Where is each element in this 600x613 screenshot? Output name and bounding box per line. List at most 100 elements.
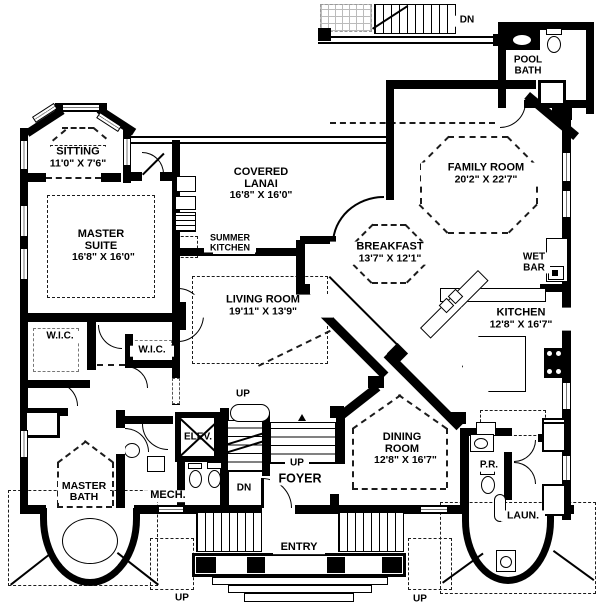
main-staircase <box>270 422 336 464</box>
plan-element: UP <box>175 592 189 604</box>
toilet-fixture <box>208 470 221 488</box>
room-label-entry: ENTRY <box>273 542 325 554</box>
wall-post <box>368 376 384 388</box>
wall-segment <box>498 22 594 30</box>
wall-post <box>450 412 466 424</box>
dashed-opening-line <box>52 129 67 142</box>
wall-segment <box>101 173 121 182</box>
wall-segment <box>172 255 180 405</box>
plan-element: MECH. <box>150 489 186 502</box>
plan-element: 12'8" X 16'7" <box>489 318 553 331</box>
sink-fixture <box>512 34 532 46</box>
room-label-master-suite: MASTER SUITE 16'8" X 16'0" <box>71 227 135 264</box>
porch-platform <box>192 553 406 577</box>
plan-element: FAMILY ROOM <box>447 161 525 174</box>
window <box>116 428 125 454</box>
wall-line <box>318 36 498 38</box>
plan-element: UP <box>290 457 304 469</box>
dashed-opening-line <box>352 488 446 490</box>
dashed-opening-line <box>352 428 354 488</box>
room-label-wic-right: W.I.C. <box>130 344 174 357</box>
dashed-opening-line <box>46 177 101 179</box>
toilet-fixture <box>481 476 495 494</box>
plan-element: 13'7" X 12'1" <box>358 252 422 265</box>
dashed-ceiling-outline <box>440 502 596 594</box>
room-label-laundry: LAUN. <box>501 510 545 522</box>
burner-icon <box>556 369 561 374</box>
wall-post <box>382 557 402 573</box>
kitchen-island <box>462 336 526 392</box>
wall-segment <box>504 452 512 500</box>
fixture-outline <box>212 577 388 585</box>
porch-staircase-left <box>196 512 262 552</box>
room-label-pool-bath: POOL BATH <box>509 55 547 77</box>
wall-segment <box>20 313 178 322</box>
wall-segment <box>586 22 594 114</box>
dashed-opening-line <box>57 506 112 508</box>
water-heater-fixture <box>124 443 140 458</box>
dashed-opening-line <box>418 204 449 234</box>
wall-segment <box>386 80 394 200</box>
window <box>562 455 571 481</box>
dashed-opening-line <box>83 440 114 464</box>
room-label-family-room: FAMILY ROOM 20'2" X 22'7" <box>421 161 551 186</box>
plan-element: ENTRY <box>280 541 318 554</box>
plan-element: BREAKFAST <box>356 240 424 253</box>
toilet-fixture <box>189 470 202 488</box>
fixture-outline <box>230 404 270 422</box>
room-label-summer-kitchen: SUMMER KITCHEN <box>204 233 256 253</box>
wall-segment <box>498 22 506 108</box>
door-swing-arc <box>98 325 122 349</box>
wall-segment <box>116 410 125 510</box>
window <box>562 382 571 410</box>
porch-staircase-right <box>338 512 404 552</box>
plan-element: W.I.C. <box>138 344 166 356</box>
plan-element: DN <box>236 482 252 494</box>
door-swing-arc <box>514 440 536 462</box>
wall-post <box>318 28 331 41</box>
room-label-elevator: ELEV. <box>180 431 216 444</box>
window <box>62 104 100 111</box>
dashed-opening-line <box>112 462 114 506</box>
plan-element: 20'2" X 22'7" <box>454 173 518 186</box>
dashed-opening-line <box>57 440 87 464</box>
room-label-covered-lanai: COVERED LANAI 16'8" X 16'0" <box>228 166 294 202</box>
burner-icon <box>547 351 552 356</box>
room-label-powder-room: P.R. <box>474 460 504 472</box>
wall-segment <box>125 360 178 368</box>
marker-foyer-stair-up: UP <box>285 457 309 470</box>
room-label-dining-room: DINING ROOM 12'8" X 16'7" <box>373 431 437 467</box>
wall-line <box>130 142 392 144</box>
plan-element: MASTER BATH <box>61 479 107 503</box>
room-label-breakfast: BREAKFAST 13'7" X 12'1" <box>330 240 450 265</box>
deck-staircase <box>374 4 456 34</box>
wall-segment <box>386 80 536 89</box>
plan-element: 11'0" X 7'6" <box>49 157 107 170</box>
wall-post <box>552 270 558 276</box>
window <box>20 430 28 458</box>
plan-element: 16'8" X 16'0" <box>229 189 293 202</box>
wall-segment <box>28 173 46 182</box>
room-label-mech: MECH. <box>145 490 191 502</box>
wall-segment <box>540 284 564 292</box>
wall-segment <box>160 172 180 181</box>
plan-element: MASTER SUITE <box>77 227 125 252</box>
wall-segment <box>295 505 465 514</box>
dashed-opening-line <box>352 264 373 284</box>
dashed-opening-line <box>62 127 94 129</box>
plan-element: ELEV. <box>184 431 212 443</box>
dashed-ceiling-outline <box>408 538 452 590</box>
shower-stall <box>538 80 566 106</box>
grill-fixture <box>175 212 196 232</box>
marker-porch-left-up: UP <box>170 592 194 605</box>
wall-line <box>318 42 498 44</box>
door-swing-arc <box>500 102 526 128</box>
plan-element: FOYER <box>278 471 322 486</box>
burner-icon <box>556 351 561 356</box>
room-label-wet-bar: WET BAR <box>518 252 550 274</box>
grill-fixture <box>176 176 196 192</box>
door-swing-arc <box>332 196 384 244</box>
wall-segment <box>460 428 469 508</box>
plan-element: DN <box>459 14 475 26</box>
wall-post <box>247 557 265 573</box>
